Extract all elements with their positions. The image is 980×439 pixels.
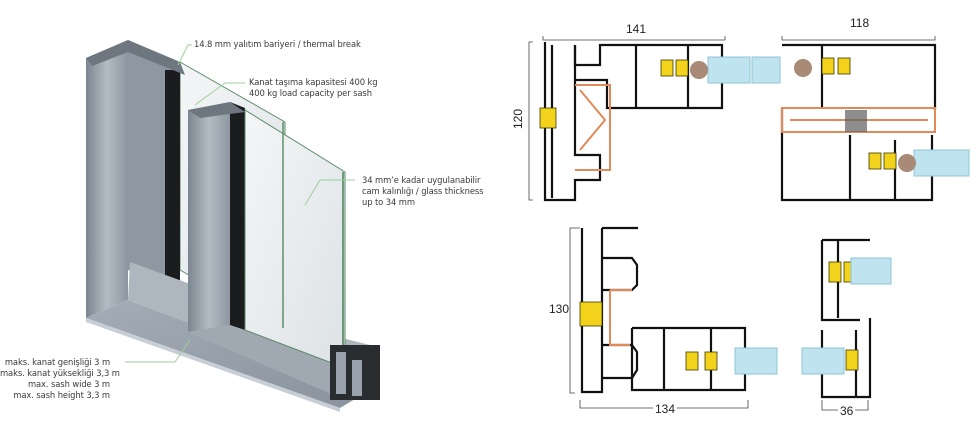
section-bottom-right-profile (820, 238, 872, 399)
callout-thermal-break: 14.8 mm yalıtım bariyeri / thermal break (194, 39, 361, 50)
dimension-lines (528, 36, 936, 411)
section-top-left-profile (543, 42, 724, 202)
glazing-beads (690, 59, 916, 172)
callout-text: 14.8 mm yalıtım bariyeri / thermal break (194, 39, 361, 49)
thermal-breaks (575, 84, 936, 346)
inner-glass-pane (244, 109, 346, 369)
callout-text: Kanat taşıma kapasitesi 400 kg (249, 77, 378, 87)
callout-text: up to 34 mm (362, 197, 415, 207)
dimension-label-36: 36 (838, 404, 856, 418)
glazing-units (707, 56, 970, 375)
callout-text: max. sash height 3,3 m (13, 390, 110, 400)
section-bottom-left-profile (580, 226, 747, 394)
thermal-insulator-hatch (845, 110, 867, 132)
window-3d-render: 14.8 mm yalıtım bariyeri / thermal break… (0, 39, 484, 412)
callout-lines (125, 44, 355, 363)
callout-load-capacity: Kanat taşıma kapasitesi 400 kg 400 kg lo… (249, 77, 378, 99)
outer-frame-left (86, 40, 128, 318)
dimension-label-130: 130 (549, 302, 570, 316)
gaskets (539, 57, 897, 371)
callout-sash-size: maks. kanat genişliği 3 m maks. kanat yü… (0, 357, 120, 401)
callout-text: 400 kg load capacity per sash (249, 88, 372, 98)
callout-text: 34 mm’e kadar uygulanabilir (362, 175, 481, 185)
window-3d-illustration (86, 40, 380, 412)
inner-sash-stile (188, 102, 230, 332)
callout-text: maks. kanat yüksekliği 3,3 m (0, 368, 120, 378)
dimension-label-120: 120 (511, 108, 526, 130)
dimension-label-141: 141 (626, 22, 647, 36)
dimension-label-118: 118 (850, 16, 870, 30)
callout-glass-thickness: 34 mm’e kadar uygulanabilir cam kalınlığ… (362, 175, 484, 208)
callout-text: max. sash wide 3 m (27, 379, 110, 389)
dimension-label-134: 134 (653, 402, 678, 416)
callout-text: maks. kanat genişliği 3 m (4, 357, 110, 367)
callout-text: cam kalınlığı / glass thickness (362, 186, 484, 196)
bottom-rail (86, 300, 370, 408)
section-top-right-profile (780, 43, 937, 202)
